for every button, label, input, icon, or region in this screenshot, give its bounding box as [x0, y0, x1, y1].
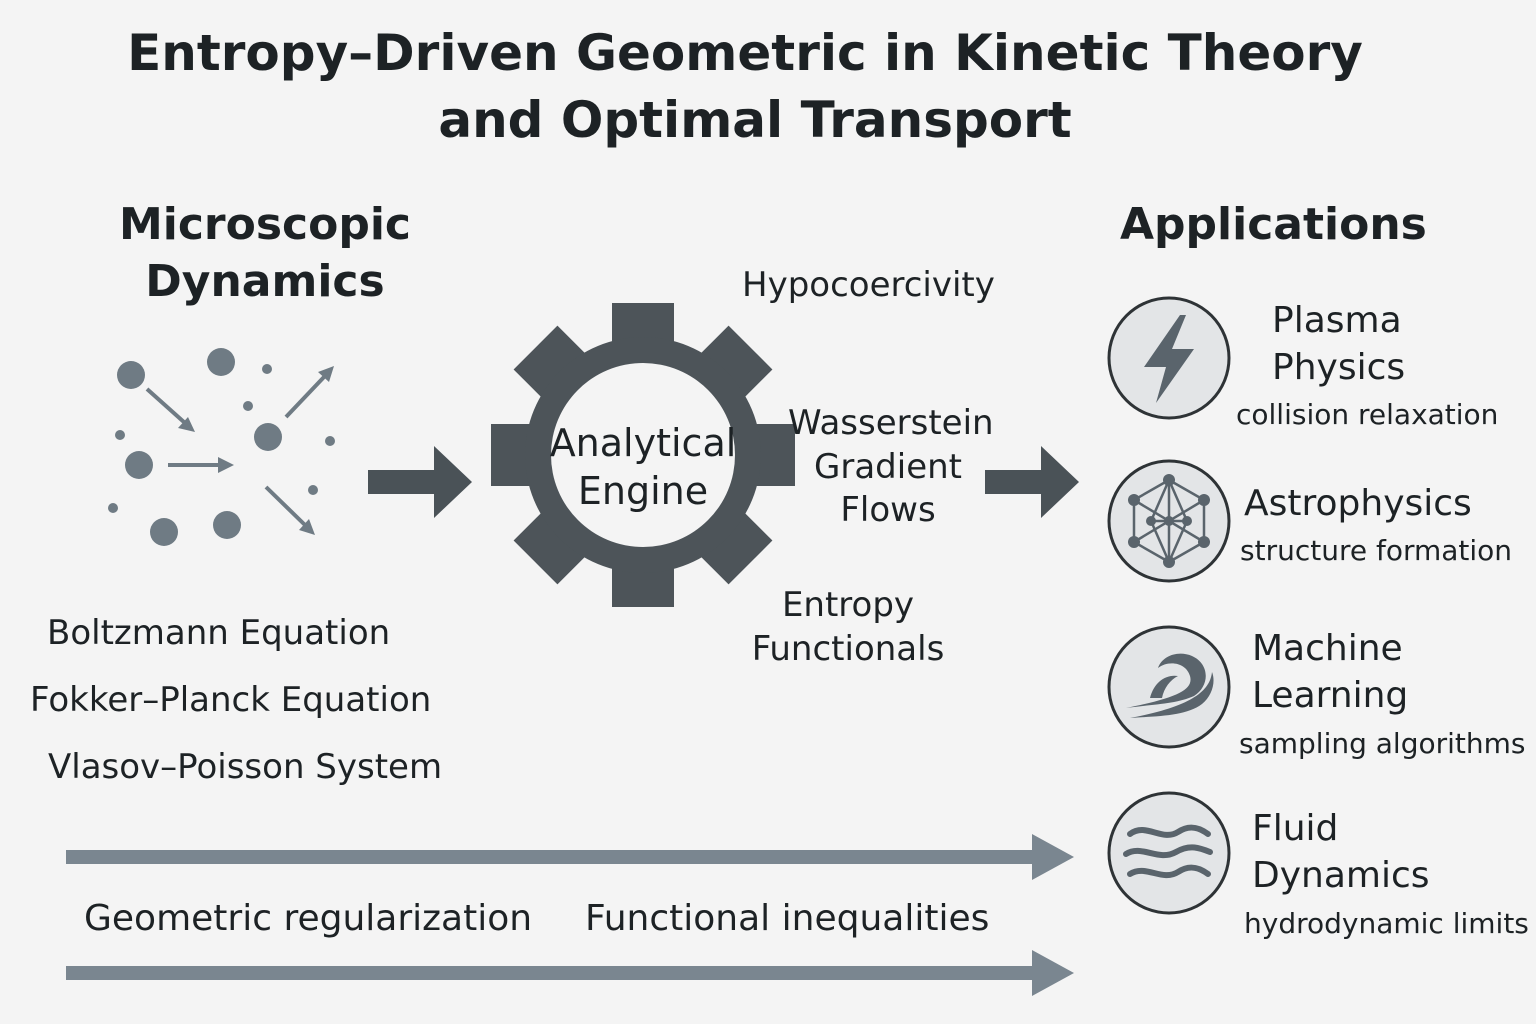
particle: [125, 451, 153, 479]
particle: [150, 518, 178, 546]
app-fluid-dynamics-subtitle: hydrodynamic limits: [1244, 907, 1529, 940]
engine-label-line2: Engine: [577, 468, 709, 513]
wasserstein-line1: Wasserstein: [788, 403, 994, 443]
app-plasma-title-line1: Plasma: [1272, 300, 1402, 341]
app-machine-learning-title: Machine Learning: [1252, 626, 1408, 720]
long-arrow-bottom-icon: [66, 950, 1074, 996]
geometric-regularization-label: Geometric regularization: [84, 898, 533, 939]
app-plasma-title-line2: Physics: [1272, 346, 1406, 388]
particle: [308, 485, 318, 495]
particle: [108, 503, 118, 513]
entropy-line2: Functionals: [751, 628, 945, 669]
app-astrophysics-subtitle: structure formation: [1240, 534, 1513, 567]
wasserstein-line3: Flows: [840, 490, 936, 531]
particle: [262, 364, 272, 374]
arrow-to-engine-icon: [368, 446, 472, 518]
particle-arrow: [145, 387, 187, 425]
particle-arrow: [284, 375, 326, 419]
engine-label-line1: Analytical: [549, 421, 737, 465]
equation-vlasov-poisson: Vlasov–Poisson System: [48, 747, 443, 787]
gear-icon: [491, 303, 795, 607]
microscopic-dynamics-heading: Microscopic Dynamics: [100, 196, 430, 310]
lightning-bolt-icon: [1107, 296, 1231, 420]
app-fluid-title-line1: Fluid: [1252, 808, 1339, 849]
particle: [207, 348, 235, 376]
equation-boltzmann: Boltzmann Equation: [47, 613, 391, 653]
analytical-engine-label: Analytical Engine: [543, 420, 743, 515]
app-astrophysics-title-line1: Astrophysics: [1244, 483, 1472, 524]
app-ml-title-line1: Machine: [1252, 628, 1403, 669]
app-fluid-dynamics-title: Fluid Dynamics: [1252, 806, 1430, 900]
particle: [117, 361, 145, 389]
applications-heading: Applications: [1120, 199, 1427, 250]
equation-fokker-planck: Fokker–Planck Equation: [30, 680, 432, 720]
wasserstein-line2: Gradient: [814, 446, 962, 487]
particle: [115, 430, 125, 440]
app-machine-learning-subtitle: sampling algorithms: [1239, 727, 1526, 760]
particle-arrow: [264, 485, 307, 527]
microscopic-heading-line1: Microscopic: [118, 199, 412, 250]
functional-inequalities-label: Functional inequalities: [585, 898, 990, 939]
app-fluid-title-line2: Dynamics: [1252, 854, 1430, 896]
app-astrophysics-title: Astrophysics: [1244, 481, 1472, 528]
diagram-title-line2: and Optimal Transport: [438, 91, 1072, 149]
app-plasma-title: Plasma Physics: [1272, 298, 1405, 392]
flow-lines-icon: [1107, 791, 1231, 915]
app-ml-title-line2: Learning: [1252, 674, 1409, 716]
wave-icon: [1107, 625, 1231, 749]
microscopic-heading-line2: Dynamics: [145, 256, 385, 308]
long-arrow-top-icon: [66, 834, 1074, 880]
particle-field-icon: [108, 348, 335, 546]
particle: [325, 436, 335, 446]
arrow-to-applications-icon: [985, 446, 1079, 518]
particle: [213, 511, 241, 539]
network-icon: [1107, 459, 1231, 583]
particle: [243, 401, 253, 411]
hypocoercivity-label: Hypocoercivity: [742, 265, 995, 305]
entropy-functionals-label: Entropy Functionals: [748, 584, 948, 671]
app-plasma-subtitle: collision relaxation: [1236, 398, 1499, 431]
particle: [254, 423, 282, 451]
entropy-line1: Entropy: [781, 585, 915, 625]
wasserstein-label: Wasserstein Gradient Flows: [788, 402, 994, 533]
diagram-title-line1: Entropy–Driven Geometric in Kinetic Theo…: [127, 24, 1363, 82]
